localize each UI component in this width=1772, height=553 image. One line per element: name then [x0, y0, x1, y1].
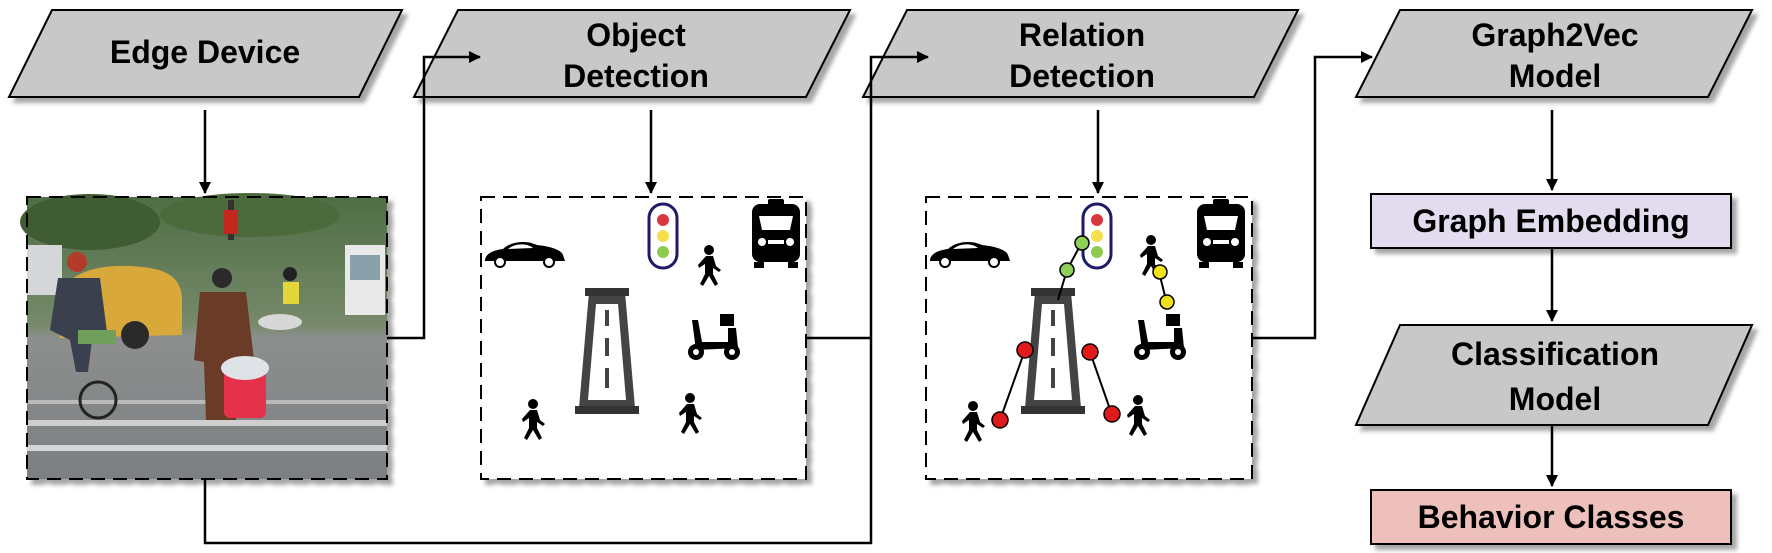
behavior-classes-node: Behavior Classes	[1370, 489, 1732, 545]
object-detection-node: Object Detection	[412, 9, 852, 98]
taxi-icon	[1197, 199, 1245, 268]
relation-nodes	[991, 235, 1175, 429]
graph-embedding-node: Graph Embedding	[1370, 193, 1732, 249]
relation-detection-node: Relation Detection	[861, 9, 1300, 98]
edge-device-node: Edge Device	[7, 9, 404, 98]
traffic-light-icon	[1081, 202, 1113, 270]
street-photo	[20, 193, 388, 480]
behavior-classes-label: Behavior Classes	[1418, 499, 1685, 535]
classification-label-line2: Model	[1509, 381, 1601, 417]
arrow-photo-to-objdet	[387, 51, 481, 340]
graph2vec-label-line2: Model	[1509, 58, 1601, 94]
graph-embedding-label: Graph Embedding	[1412, 203, 1689, 239]
edge-device-label: Edge Device	[110, 34, 300, 70]
classification-label-line1: Classification	[1451, 336, 1659, 372]
traffic-light-icon	[647, 202, 679, 270]
connectors	[199, 51, 1558, 545]
taxi-icon	[752, 199, 800, 268]
relation-detection-label-line2: Detection	[1009, 58, 1155, 94]
graph2vec-node: Graph2Vec Model	[1354, 9, 1754, 98]
graph2vec-label-line1: Graph2Vec	[1471, 17, 1638, 53]
relation-detection-label-line1: Relation	[1019, 17, 1145, 53]
classification-node: Classification Model	[1354, 324, 1754, 426]
arrow-photo-to-reldet	[203, 51, 929, 545]
object-detection-label-line2: Detection	[563, 58, 709, 94]
arrow-relpanel-to-graph2vec	[1252, 51, 1373, 340]
object-detection-label-line1: Object	[586, 17, 686, 53]
object-detection-panel	[480, 196, 807, 480]
relation-detection-panel	[925, 196, 1253, 480]
